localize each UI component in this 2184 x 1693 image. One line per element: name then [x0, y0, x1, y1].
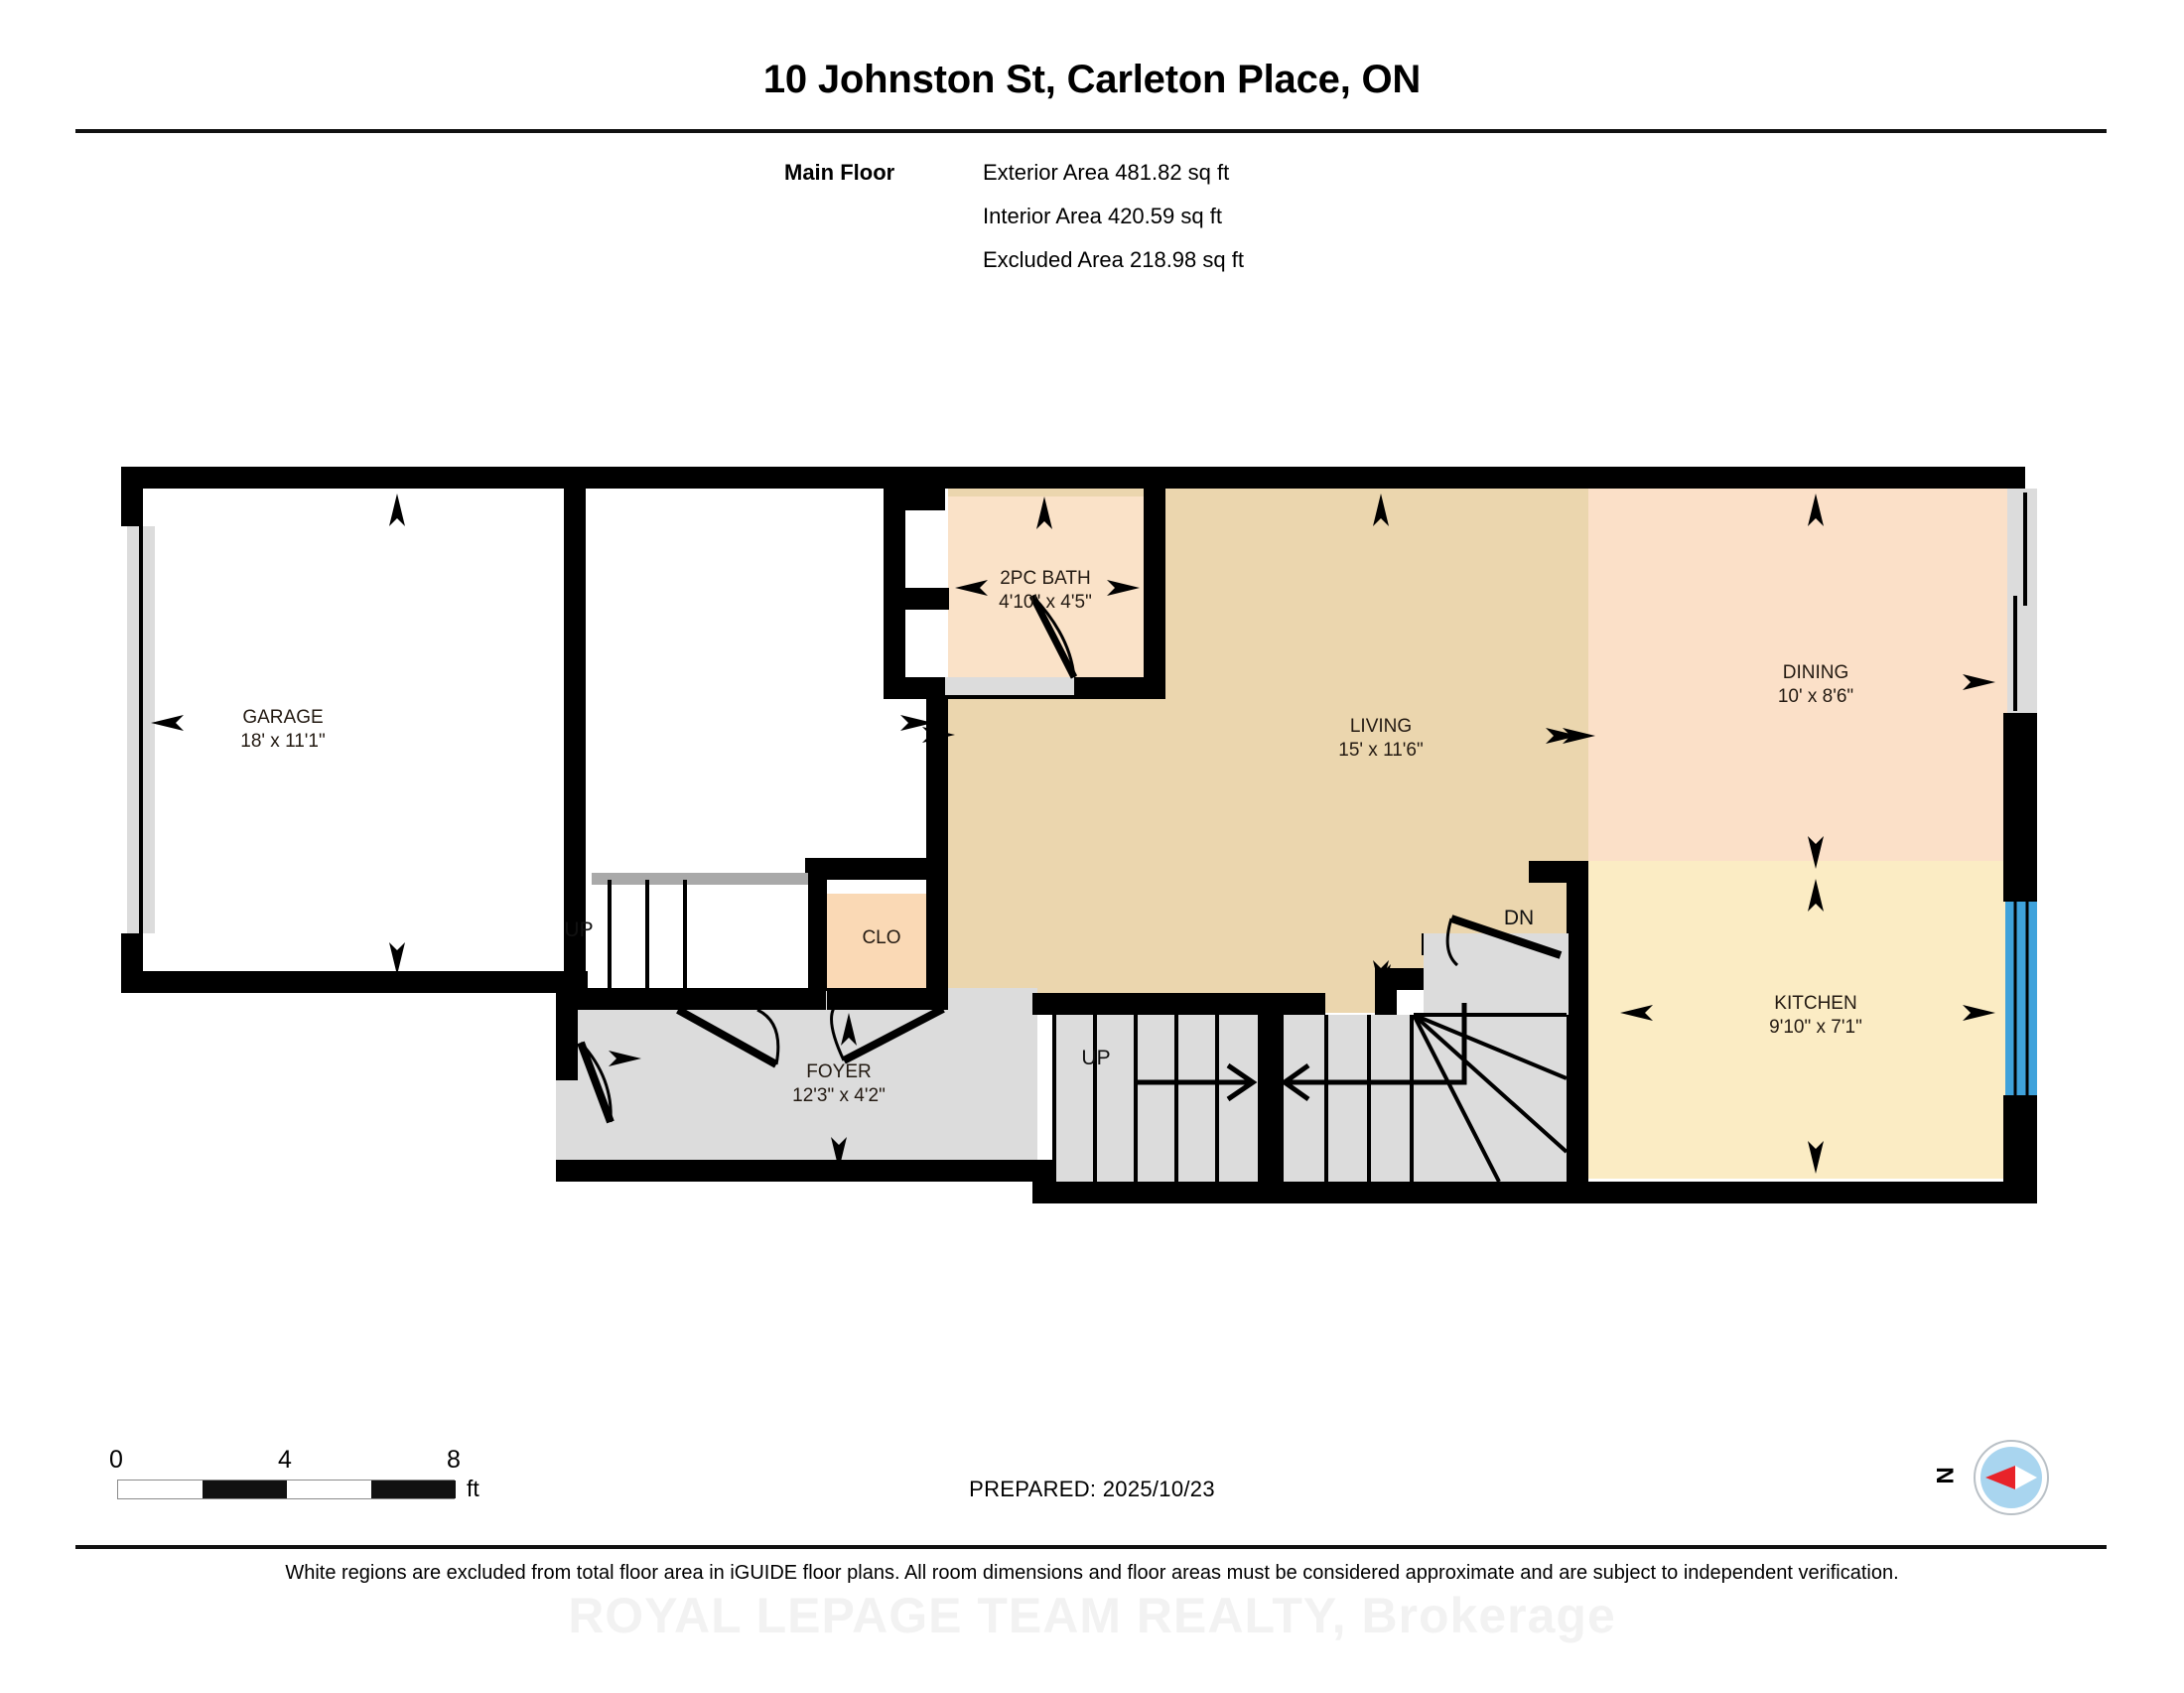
room-name-living: LIVING	[1350, 716, 1412, 737]
stair-label-up-garage: UP	[564, 918, 593, 941]
exterior-area: Exterior Area 481.82 sq ft	[983, 160, 1230, 185]
room-name-bath: 2PC BATH	[1000, 568, 1091, 589]
room-dim-bath: 4'10" x 4'5"	[999, 592, 1092, 613]
wall-bath-nook	[884, 588, 949, 610]
floor-label: Main Floor	[784, 160, 895, 185]
wall-bath-right	[1144, 489, 1165, 699]
entry-door-leaf	[577, 1041, 614, 1124]
stair-label-up-foyer: UP	[1081, 1047, 1110, 1069]
wall-kitchen-left	[1567, 861, 1588, 1182]
wall-stairsplit	[1262, 1015, 1284, 1184]
room-fill-garage	[137, 484, 586, 985]
scale-tick-0: 0	[109, 1446, 123, 1474]
room-dim-dining: 10' x 8'6"	[1778, 686, 1853, 707]
wall-exterior-left-a	[121, 467, 143, 526]
wall-living-left	[926, 699, 948, 991]
room-dim-garage: 18' x 11'1"	[240, 731, 325, 752]
prepared-date: PREPARED: 2025/10/23	[969, 1477, 1215, 1501]
dn-door-arc	[1445, 917, 1459, 967]
closet-door-leaf	[842, 1005, 945, 1064]
compass-rose: N	[1933, 1440, 2049, 1515]
area-summary: Main Floor Exterior Area 481.82 sq ft In…	[784, 151, 1244, 282]
wall-exterior-right-c	[2003, 1095, 2037, 1203]
wall-exterior-right-b	[2003, 713, 2037, 902]
brokerage-watermark: ROYAL LEPAGE TEAM REALTY, Brokerage	[568, 1588, 1616, 1643]
bath-door-sill	[945, 677, 1074, 695]
interior-area: Interior Area 420.59 sq ft	[983, 204, 1222, 228]
wall-garage-right-b	[564, 858, 586, 993]
staircase-up	[1052, 1015, 1262, 1182]
room-name-foyer: FOYER	[806, 1061, 871, 1082]
disclaimer-text: White regions are excluded from total fl…	[285, 1562, 1899, 1584]
wall-corridor-bot	[556, 988, 826, 1010]
wall-closet-top	[805, 858, 948, 880]
bath-door-swing	[1028, 594, 1078, 679]
header-divider	[75, 129, 2107, 133]
wall-foyer-left	[556, 993, 578, 1080]
scale-unit: ft	[467, 1476, 479, 1501]
room-fill-dining	[1588, 484, 2025, 861]
wall-stairhead	[1032, 993, 1325, 1015]
wall-bath-left-b	[884, 489, 945, 510]
room-fill-kitchen	[1588, 861, 2025, 1179]
dn-door-leaf	[1449, 915, 1563, 959]
wall-garage-right	[564, 489, 586, 858]
room-name-dining: DINING	[1783, 662, 1849, 683]
room-name-kitchen: KITCHEN	[1774, 993, 1856, 1014]
entry-door-arc	[579, 1041, 613, 1123]
wall-foyer-bottom-2	[1032, 1182, 2025, 1203]
wall-exterior-right-a	[2003, 467, 2025, 489]
excluded-area: Excluded Area 218.98 sq ft	[983, 247, 1244, 272]
stair-labels: UP UP DN	[564, 907, 1534, 1069]
dimension-arrows	[151, 494, 1995, 1174]
compass-needle-icon	[1985, 1466, 2037, 1489]
garage-door-arc	[756, 1008, 780, 1065]
room-fill-foyer	[556, 988, 1037, 1172]
bath-door-arc	[1030, 594, 1076, 678]
scale-bar: 0 4 8 ft	[109, 1446, 479, 1501]
wall-garage-bottom	[121, 971, 588, 993]
step-nosing	[592, 873, 808, 885]
wall-closet-left	[805, 858, 827, 991]
compass-north-label: N	[1932, 1467, 1960, 1484]
page-title: 10 Johnston St, Carleton Place, ON	[762, 58, 1422, 101]
wall-exterior-top	[121, 467, 2025, 489]
room-name-garage: GARAGE	[242, 707, 323, 728]
room-labels: GARAGE 18' x 11'1" 2PC BATH 4'10" x 4'5"…	[240, 568, 1862, 1106]
room-dim-living: 15' x 11'6"	[1338, 740, 1423, 761]
scale-tick-4: 4	[278, 1446, 292, 1474]
garage-door-leaf	[676, 1006, 778, 1068]
step-face	[592, 885, 808, 988]
wall-foyer-step	[1032, 1160, 1054, 1203]
scale-bar-graphic	[117, 1480, 456, 1499]
scale-tick-8: 8	[447, 1446, 461, 1474]
wall-foyer-bottom	[556, 1160, 1052, 1182]
room-fill-closet	[827, 894, 938, 988]
closet-door-arc	[830, 1007, 846, 1061]
room-dim-kitchen: 9'10" x 7'1"	[1769, 1017, 1862, 1038]
patio-door	[2007, 489, 2037, 713]
room-name-closet: CLO	[862, 927, 900, 948]
wall-corridor-bot2	[827, 988, 948, 1010]
kitchen-window	[2005, 902, 2037, 1095]
room-dim-foyer: 12'3" x 4'2"	[792, 1085, 886, 1106]
wall-kitchen-top	[1529, 861, 1588, 883]
footer-divider	[75, 1545, 2107, 1549]
stair-label-dn: DN	[1504, 907, 1534, 929]
